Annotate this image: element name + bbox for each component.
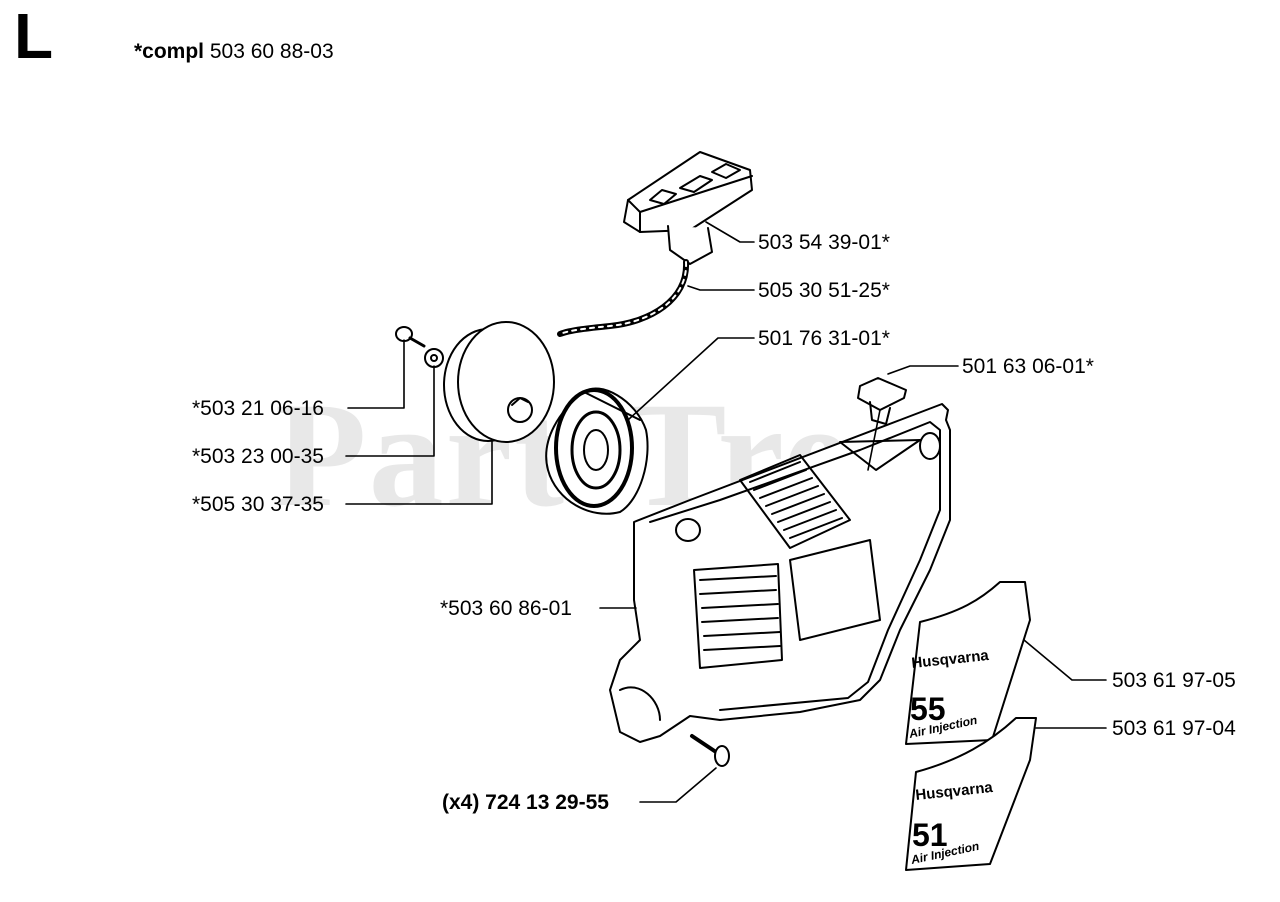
spring-cassette-part[interactable] xyxy=(545,387,649,515)
leader-decal-55 xyxy=(1023,639,1107,681)
decal-55-part[interactable]: Husqvarna 55 Air Injection xyxy=(905,581,1031,745)
leader-cassette xyxy=(627,337,755,421)
section-letter: L xyxy=(14,0,54,72)
part-label-pulley[interactable]: *505 30 37-35 xyxy=(192,493,324,516)
cover-screw-part[interactable] xyxy=(690,734,730,767)
part-label-decal-55[interactable]: 503 61 97-05 xyxy=(1112,669,1236,692)
leader-rope xyxy=(687,285,755,291)
starter-rope-part[interactable] xyxy=(557,259,690,337)
washer-part[interactable] xyxy=(424,348,444,368)
decal-51-part[interactable]: Husqvarna 51 Air Injection xyxy=(905,717,1037,871)
leader-cover-screw xyxy=(639,767,717,803)
part-label-small-screw[interactable]: *503 21 06-16 xyxy=(192,397,324,420)
part-label-handle[interactable]: 503 54 39-01* xyxy=(758,231,890,254)
leader-pulley xyxy=(345,439,493,505)
leader-small-screw xyxy=(347,339,405,409)
compl-prefix: *compl xyxy=(134,40,205,63)
decal-55-model: 55 xyxy=(910,691,946,727)
starter-cover-part[interactable] xyxy=(609,403,951,743)
compl-number: 503 60 88-03 xyxy=(209,40,334,63)
leader-washer xyxy=(345,365,435,457)
part-label-decal-51[interactable]: 503 61 97-04 xyxy=(1112,717,1236,740)
part-label-cover[interactable]: *503 60 86-01 xyxy=(440,597,572,620)
starter-handle-part[interactable] xyxy=(623,151,753,265)
decal-51-model: 51 xyxy=(912,817,948,853)
part-label-knob[interactable]: 501 63 06-01* xyxy=(962,355,1094,378)
rope-pulley-part[interactable] xyxy=(443,321,555,443)
leader-lines xyxy=(345,221,1107,803)
part-label-spring-cassette[interactable]: 501 76 31-01* xyxy=(758,327,890,350)
part-label-rope[interactable]: 505 30 51-25* xyxy=(758,279,890,302)
part-label-washer[interactable]: *503 23 00-35 xyxy=(192,445,324,468)
small-screw-part[interactable] xyxy=(395,326,426,348)
cover-knob-part[interactable] xyxy=(857,377,907,425)
leader-knob xyxy=(887,365,959,375)
assembly-header: *compl 503 60 88-03 xyxy=(134,40,334,64)
leader-handle xyxy=(705,221,755,243)
leader-knob-drop xyxy=(867,409,881,471)
part-label-cover-screw[interactable]: (x4) 724 13 29-55 xyxy=(442,791,609,814)
